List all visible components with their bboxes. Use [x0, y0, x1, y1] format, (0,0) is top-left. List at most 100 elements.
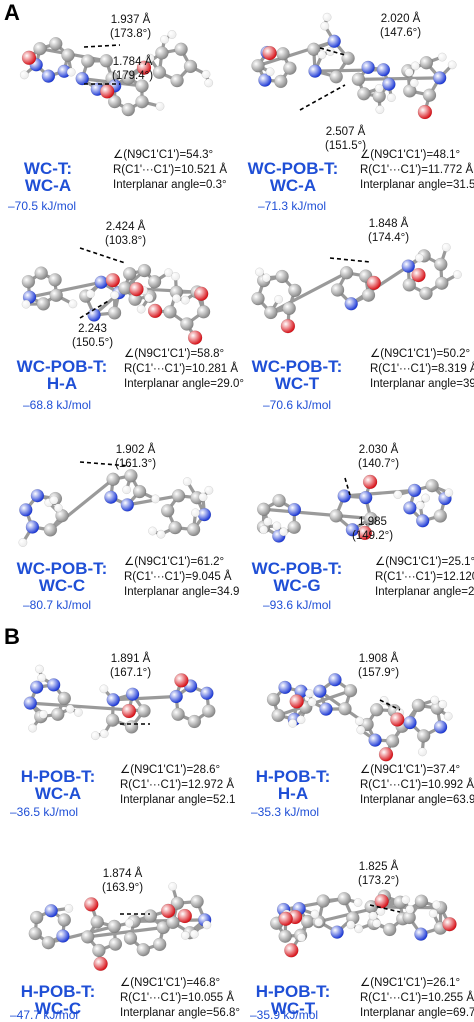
- complex-title-line: WC-POB-T:: [251, 559, 343, 578]
- hbond-annotation: 1.874 Å(163.9°): [102, 867, 143, 895]
- atom-H: [437, 52, 447, 62]
- hbond-dash: [379, 699, 401, 711]
- complex-title: H-POB-T:WC-A: [8, 768, 108, 802]
- binding-energy: –71.3 kJ/mol: [258, 199, 327, 213]
- atom-H: [18, 538, 28, 547]
- atom-C: [274, 74, 288, 89]
- complex-title-line: WC-T: [270, 999, 316, 1018]
- atom-H: [452, 270, 462, 280]
- atom-C: [121, 71, 136, 85]
- atom-H: [354, 924, 364, 934]
- hbond-annotation-line: (157.9°): [358, 667, 400, 679]
- atom-O: [21, 50, 37, 66]
- atom-H: [304, 689, 314, 698]
- atom-H: [444, 488, 454, 498]
- atom-H: [320, 21, 330, 31]
- atom-N: [23, 696, 38, 710]
- atom-C: [433, 509, 448, 523]
- atom-H: [386, 93, 396, 103]
- hbond-annotation-line: 2.020 Å: [380, 13, 421, 25]
- atom-H: [168, 882, 178, 891]
- atom-H: [428, 908, 438, 918]
- atom-C: [264, 305, 278, 320]
- hbond-annotation: 1.902 Å(161.3°): [115, 443, 156, 471]
- atom-C: [364, 511, 378, 526]
- molecule-model: [256, 474, 454, 543]
- hbond-annotation-line: 1.784 Å: [112, 56, 153, 68]
- atom-N: [407, 483, 422, 498]
- atom-C: [256, 502, 271, 517]
- stat-line: Interplanar angle=56.8°: [120, 1007, 241, 1019]
- hbond-annotation-line: 1.825 Å: [358, 861, 399, 873]
- atom-O: [378, 747, 394, 762]
- molecule-model: [251, 12, 457, 120]
- hbond-annotation: 2.507 Å(151.5°): [325, 125, 366, 153]
- atom-H: [354, 716, 364, 726]
- atom-H: [155, 101, 165, 111]
- atom-H: [164, 268, 173, 278]
- atom-H: [68, 299, 78, 309]
- hbond-annotation: 2.243(150.5°): [72, 322, 113, 350]
- atom-C: [48, 273, 62, 287]
- atom-C: [107, 306, 122, 320]
- atom-H: [263, 517, 273, 527]
- atom-H: [167, 30, 177, 39]
- atom-N: [432, 71, 447, 85]
- atom-C: [382, 922, 397, 937]
- atom-N: [25, 520, 40, 534]
- atom-H: [443, 711, 453, 721]
- hbond-annotation-line: 1.902 Å: [115, 444, 156, 456]
- stat-line: ∠(N9C1'C1')=54.3°: [113, 149, 214, 161]
- atom-N: [361, 60, 375, 75]
- atom-C: [341, 51, 355, 66]
- atom-C: [435, 276, 449, 290]
- complex-title-line: H-A: [277, 784, 309, 803]
- atom-N: [337, 489, 351, 503]
- atom-C: [416, 729, 431, 743]
- atom-C: [152, 65, 167, 80]
- stat-line: ∠(N9C1'C1')=28.6°: [120, 764, 221, 776]
- atom-C: [51, 707, 65, 722]
- atom-C: [123, 931, 138, 945]
- molecule-model: [21, 247, 211, 345]
- atom-H: [405, 904, 415, 914]
- atom-C: [278, 929, 292, 943]
- atom-N: [382, 77, 396, 91]
- atom-H: [198, 492, 208, 502]
- atom-H: [431, 900, 441, 910]
- atom-C: [143, 909, 158, 923]
- stat-line: ∠(N9C1'C1')=26.1°: [360, 977, 461, 989]
- atom-N: [87, 308, 101, 322]
- atom-H: [409, 78, 419, 88]
- hbond-annotation-line: 1.985: [358, 516, 387, 528]
- atom-N: [319, 702, 333, 716]
- atom-N: [120, 498, 135, 512]
- atom-N: [414, 927, 428, 941]
- atom-H: [356, 725, 366, 735]
- atom-H: [136, 304, 146, 314]
- atom-H: [438, 699, 448, 709]
- atom-H: [145, 53, 155, 63]
- atom-C: [338, 702, 352, 716]
- stat-line: R(C1'···C1')=9.045 Å: [124, 571, 232, 583]
- atom-H: [156, 529, 166, 539]
- atom-H: [150, 494, 160, 504]
- complex-title-line: WC-C: [38, 576, 86, 595]
- complex-title-line: H-A: [46, 374, 78, 393]
- atom-C: [190, 894, 204, 909]
- atom-H: [353, 898, 363, 907]
- atom-H: [37, 673, 47, 683]
- atom-O: [374, 893, 389, 909]
- atom-H: [255, 267, 264, 277]
- atom-H: [21, 299, 31, 309]
- bond: [86, 925, 165, 939]
- stat-line: R(C1'···C1')=10.521 Å: [113, 164, 228, 176]
- atom-C: [21, 274, 36, 289]
- atom-C: [108, 937, 123, 951]
